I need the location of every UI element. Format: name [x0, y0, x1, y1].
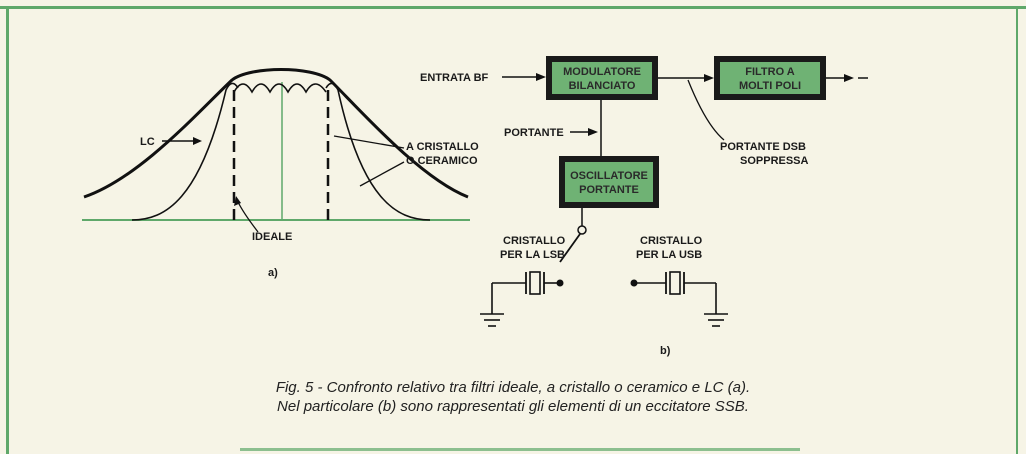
modulator-box: [552, 62, 652, 94]
frame-top-border: [0, 6, 1026, 9]
frame-left-border: [6, 6, 9, 454]
panel-a-label: a): [268, 267, 278, 279]
panel-b-ssb-exciter: ENTRATA BF MODULATORE BILANCIATO FILTRO …: [420, 56, 868, 357]
dsb-label-line2: SOPPRESSA: [740, 155, 809, 167]
frame-bottom-border: [240, 448, 800, 451]
oscillator-label-line2: PORTANTE: [579, 184, 639, 196]
panel-a-filter-curves: LC A CRISTALLO O CERAMICO IDEALE a): [82, 68, 479, 279]
switch-arm: [559, 233, 581, 263]
dsb-pointer-line: [687, 79, 725, 141]
oscillator-box: [565, 162, 653, 202]
modulator-label-line1: MODULATORE: [563, 66, 641, 78]
lc-label: LC: [140, 136, 155, 148]
carrier-pointer-arrow: [588, 128, 598, 136]
filter-label-line1: FILTRO A: [745, 66, 795, 78]
lc-pointer-arrow: [193, 137, 202, 145]
mod-to-filter-arrow: [704, 74, 714, 82]
output-arrow: [844, 74, 854, 82]
crystal-passband-ripple: [233, 83, 327, 94]
lsb-crystal-body: [529, 271, 541, 295]
lsb-label-line1: CRISTALLO: [503, 235, 566, 247]
crystal-pointer-line-1: [333, 135, 405, 149]
input-arrow: [536, 73, 546, 81]
crystal-label-line1: A CRISTALLO: [406, 141, 479, 153]
filter-box: [720, 62, 820, 94]
oscillator-label-line1: OSCILLATORE: [570, 170, 648, 182]
modulator-label-line2: BILANCIATO: [569, 80, 636, 92]
crystal-pointer-line-2: [359, 161, 405, 187]
caption-line-2: Nel particolare (b) sono rappresentati g…: [277, 398, 749, 415]
dsb-label-line1: PORTANTE DSB: [720, 141, 806, 153]
panel-b-label: b): [660, 345, 671, 357]
caption-line-1: Fig. 5 - Confronto relativo tra filtri i…: [275, 379, 751, 396]
usb-crystal-body: [669, 271, 681, 295]
input-label: ENTRATA BF: [420, 72, 489, 84]
carrier-label: PORTANTE: [504, 127, 564, 139]
crystal-response-curve: [131, 82, 431, 221]
filter-label-line2: MOLTI POLI: [739, 80, 801, 92]
usb-label-line1: CRISTALLO: [640, 235, 703, 247]
crystal-label-line2: O CERAMICO: [406, 155, 478, 167]
ideal-label: IDEALE: [252, 231, 292, 243]
usb-label-line2: PER LA USB: [636, 249, 702, 261]
ideal-pointer-arrow: [234, 196, 241, 206]
lsb-label-line2: PER LA LSB: [500, 249, 565, 261]
lsb-contact: [556, 279, 564, 287]
lc-response-curve: [83, 68, 469, 199]
ideal-pointer-line: [237, 201, 259, 233]
switch-pivot: [577, 225, 587, 235]
frame-right-border: [1016, 6, 1018, 454]
